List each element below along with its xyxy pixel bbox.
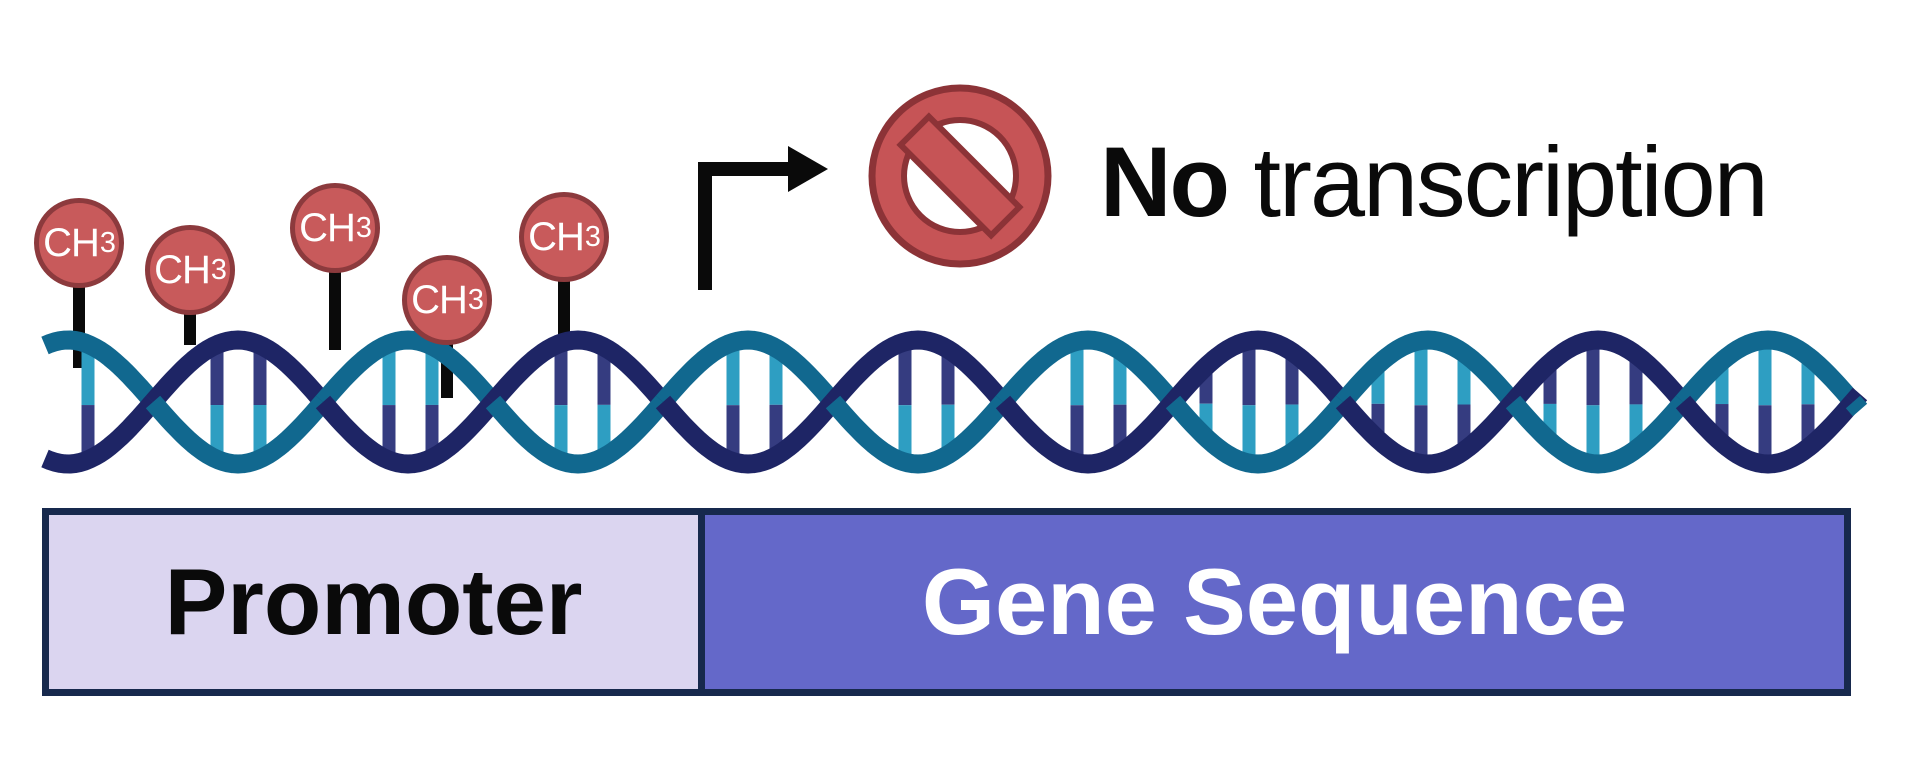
dna-base-pair-rung: [1586, 405, 1600, 457]
dna-strand-segment: [145, 330, 331, 409]
dna-strand-segment: [40, 395, 161, 474]
dna-base-pair-rung: [1414, 347, 1428, 406]
dna-strand-segment: [655, 395, 841, 474]
dna-base-pair-rung: [769, 404, 783, 449]
dna-base-pair-rung: [726, 405, 740, 455]
dna-strand-segment: [655, 330, 841, 409]
dna-base-pair-rung: [210, 405, 224, 453]
methyl-label: CH: [154, 247, 211, 292]
prohibition-slash: [896, 112, 1024, 240]
dna-base-pair-rung: [769, 355, 783, 405]
dna-base-pair-rung: [554, 405, 568, 454]
dna-base-pair-rung: [1801, 363, 1815, 405]
dna-base-pair-rung: [1457, 404, 1471, 444]
dna-strand-segment: [315, 330, 501, 409]
methyl-label: CH: [299, 205, 356, 250]
dna-base-pair-rung: [382, 405, 396, 454]
dna-base-pair-rung: [253, 404, 267, 452]
dna-strand-segment: [145, 395, 331, 474]
dna-strand-segment: [315, 395, 501, 474]
dna-base-pair-rung: [1285, 404, 1299, 446]
dna-strand-segment: [995, 330, 1181, 409]
dna-base-pair-rung: [1801, 404, 1815, 441]
dna-base-pair-rung: [1242, 347, 1256, 406]
dna-base-pair-rung: [382, 350, 396, 406]
dna-strand-segment: [1675, 330, 1861, 409]
dna-base-pair-rung: [898, 405, 912, 456]
gene-sequence-label: Gene Sequence: [921, 549, 1628, 654]
dna-strand-segment: [1335, 395, 1521, 474]
dna-base-pair-rung: [1113, 404, 1127, 447]
dna-strand-segment: [1845, 395, 1868, 418]
dna-base-pair-rung: [253, 352, 267, 405]
dna-strand-segment: [995, 395, 1181, 474]
dna-base-pair-rung: [1758, 405, 1772, 457]
dna-base-pair-rung: [941, 356, 955, 405]
dna-base-pair-rung: [554, 350, 568, 406]
methyl-label: CH: [528, 214, 585, 259]
promoter-region-box: Promoter: [42, 508, 705, 696]
no-emphasis-text: No: [1100, 126, 1230, 237]
dna-strand-segment: [1505, 395, 1691, 474]
bent-elbow-arrow-icon: [698, 146, 828, 290]
dna-base-pair-rung: [1758, 347, 1772, 406]
dna-base-pair-rung: [597, 354, 611, 405]
dna-base-pair-rung: [81, 351, 95, 406]
dna-base-pair-rung: [1070, 348, 1084, 406]
dna-strand-segment: [1165, 395, 1351, 474]
methyl-label: CH: [43, 220, 100, 265]
dna-strand-segment: [825, 330, 1011, 409]
dna-base-pair-rung: [1414, 405, 1428, 457]
dna-base-pair-rung: [1285, 358, 1299, 405]
dna-strand-segment: [485, 330, 671, 409]
dna-strand-segment: [1505, 330, 1691, 409]
dna-region-track: Promoter Gene Sequence: [42, 508, 1851, 696]
dna-strand-segment: [485, 395, 671, 474]
dna-base-pair-rung: [1113, 357, 1127, 405]
dna-base-pair-rung: [1457, 360, 1471, 405]
dna-base-pair-rung: [898, 348, 912, 406]
dna-strand-segment: [825, 395, 1011, 474]
dna-base-pair-rung: [1242, 405, 1256, 457]
transcription-text: transcription: [1227, 126, 1768, 237]
promoter-label: Promoter: [164, 549, 583, 654]
dna-base-pair-rung: [81, 405, 95, 453]
dna-base-pair-rung: [597, 404, 611, 450]
dna-double-helix: [40, 330, 1868, 474]
no-entry-prohibition-icon: [868, 84, 1052, 268]
arrow-head: [788, 146, 828, 192]
dna-strand-segment: [1165, 330, 1351, 409]
no-transcription-label: No transcription: [1100, 132, 1769, 231]
dna-base-pair-rung: [1070, 405, 1084, 456]
dna-base-pair-rung: [425, 352, 439, 405]
dna-base-pair-rung: [210, 351, 224, 406]
dna-base-pair-rung: [1586, 347, 1600, 406]
dna-base-pair-rung: [1629, 404, 1643, 443]
dna-strand-segment: [40, 330, 161, 409]
dna-strand-segment: [1335, 330, 1521, 409]
dna-strand-segment: [1675, 395, 1861, 474]
dna-base-pair-rung: [425, 404, 439, 452]
arrow-horizontal-shaft: [698, 162, 790, 176]
dna-base-pair-rung: [726, 349, 740, 406]
dna-strand-segment: [1845, 386, 1868, 409]
arrow-vertical-shaft: [698, 162, 712, 290]
dna-base-pair-rung: [941, 404, 955, 448]
methyl-label: CH: [411, 277, 468, 322]
dna-base-pair-rung: [1629, 361, 1643, 405]
gene-sequence-region-box: Gene Sequence: [698, 508, 1851, 696]
